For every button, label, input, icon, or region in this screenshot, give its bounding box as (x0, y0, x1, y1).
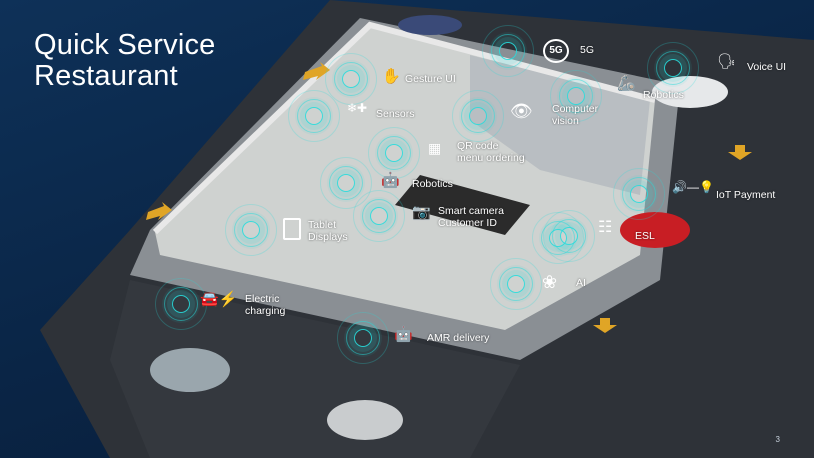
car (398, 15, 462, 35)
electronic-shelf-label-icon: ☷ (598, 219, 613, 236)
signal-ring (337, 312, 389, 364)
signal-ring (647, 42, 699, 94)
signal-ring (368, 127, 420, 179)
security-camera-icon: 📷 (412, 204, 431, 221)
robot-icon: 🤖 (381, 172, 400, 189)
label-voice-ui: Voice UI (747, 61, 787, 73)
kitchen-area (470, 55, 650, 195)
parking-area (110, 280, 520, 458)
label-electric-charging: Electric charging (245, 293, 286, 317)
5g-icon: 5G (543, 39, 569, 63)
label-sensors: Sensors (376, 108, 415, 120)
counter (395, 175, 530, 235)
brain-icon: ❀ (542, 272, 558, 292)
car (620, 212, 690, 248)
signal-ring (452, 90, 504, 142)
voice-head-icon: 🗣 (717, 53, 737, 70)
label-robotics-floor: Robotics (412, 178, 453, 190)
label-5g: 5G (580, 44, 595, 56)
delivery-robot-icon: 🤖 (394, 326, 413, 343)
signal-ring (225, 204, 277, 256)
signal-ring (490, 258, 542, 310)
label-ai: AI (576, 277, 586, 289)
road-arrow (146, 202, 172, 220)
signal-ring (550, 70, 602, 122)
car (327, 400, 403, 440)
slide-title: Quick Service Restaurant (34, 29, 216, 92)
road-arrow (303, 62, 330, 80)
hand-gesture-icon: ✋ (382, 68, 401, 85)
eye-icon: 👁 (510, 101, 533, 121)
ev-charging-icon: 🚘⚡ (200, 291, 238, 308)
road-arrow (728, 145, 752, 160)
iot-payment-icon: 🔊—💡 (672, 180, 714, 194)
signal-ring (482, 25, 534, 77)
signal-ring (543, 210, 595, 262)
signal-ring (320, 157, 372, 209)
tablet-icon (283, 218, 301, 240)
robot-arm-icon: 🦾 (617, 75, 636, 92)
label-esl: ESL (635, 230, 655, 242)
label-amr-delivery: AMR delivery (427, 332, 490, 344)
page-number: 3 (775, 435, 780, 444)
signal-ring (155, 278, 207, 330)
label-qr-code: QR code menu ordering (457, 140, 525, 164)
signal-ring (325, 53, 377, 105)
road-arrow (593, 318, 617, 333)
label-gesture-ui: Gesture UI (405, 73, 456, 85)
signal-ring (613, 168, 665, 220)
sensors-icon: ❄✚ (347, 101, 368, 115)
label-computer-vision: Computer vision (552, 103, 599, 127)
signal-ring (353, 190, 405, 242)
label-tablet-displays: Tablet Displays (308, 219, 348, 243)
label-smart-camera: Smart camera Customer ID (438, 205, 504, 229)
qr-code-icon: ▦ (428, 140, 442, 156)
car (150, 348, 230, 392)
label-iot-payment: IoT Payment (716, 189, 776, 201)
label-robotics-kitchen: Robotics (643, 89, 684, 101)
signal-ring (288, 90, 340, 142)
